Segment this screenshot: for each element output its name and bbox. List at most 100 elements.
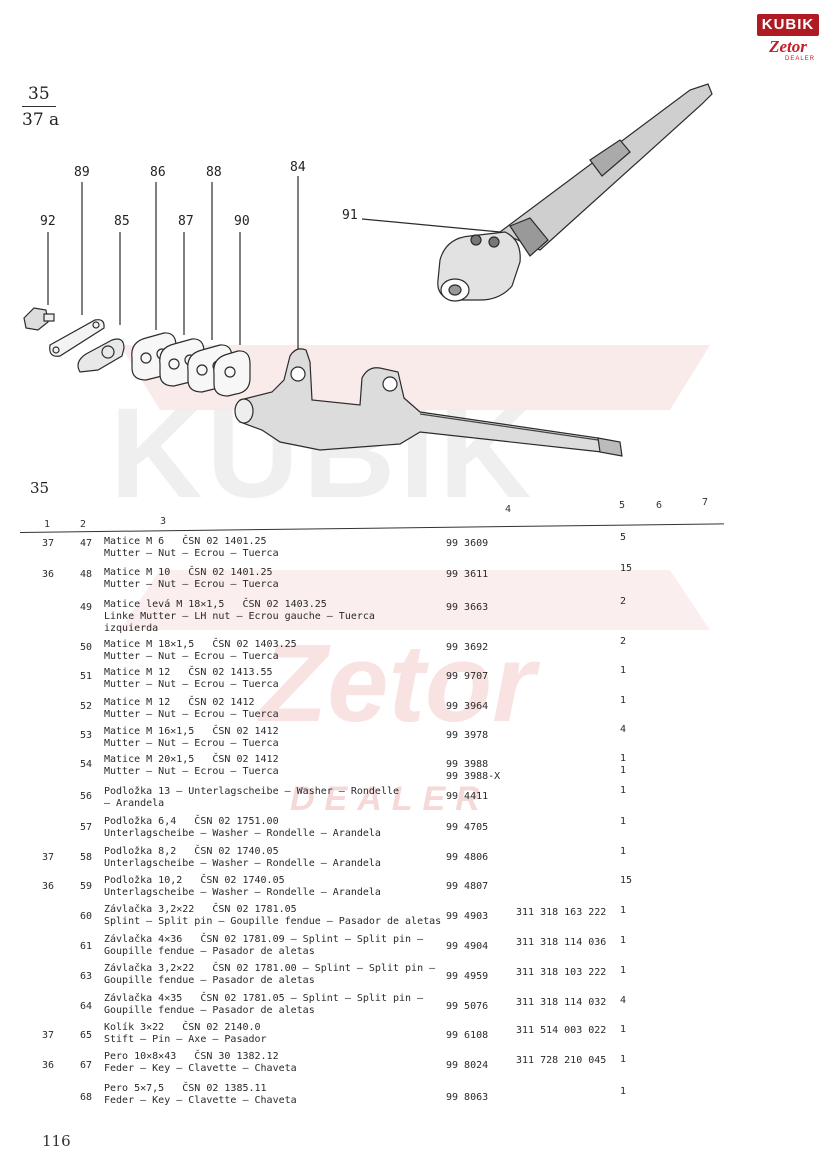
callout-86: 86 bbox=[150, 165, 166, 180]
row-part-number: 99 4806 bbox=[446, 852, 489, 863]
logo-kubik: KUBIK bbox=[757, 14, 819, 36]
row-description: Závlačka 3,2✕22 ČSN 02 1781.05 Splint — … bbox=[104, 904, 442, 927]
row-col1: 37 bbox=[42, 852, 55, 863]
row-part-number: 99 3988 99 3988-X bbox=[446, 759, 501, 782]
row-quantity: 1 bbox=[620, 905, 627, 916]
row-col1: 36 bbox=[42, 569, 55, 580]
row-part-number: 99 4903 bbox=[446, 911, 489, 922]
row-part-number: 99 8063 bbox=[446, 1092, 489, 1103]
row-description: Matice M 6 ČSN 02 1401.25 Mutter — Nut —… bbox=[104, 536, 279, 559]
row-part-number: 99 3663 bbox=[446, 602, 489, 613]
row-quantity: 5 bbox=[620, 532, 627, 543]
row-description: Matice M 18✕1,5 ČSN 02 1403.25 Mutter — … bbox=[104, 639, 297, 662]
row-quantity: 1 bbox=[620, 1054, 627, 1065]
row-col2: 67 bbox=[80, 1060, 93, 1071]
page-number: 116 bbox=[42, 1132, 71, 1150]
row-col2: 49 bbox=[80, 602, 93, 613]
row-col2: 52 bbox=[80, 701, 93, 712]
col-header-1: 1 bbox=[44, 519, 51, 530]
row-part-number: 99 8024 bbox=[446, 1060, 489, 1071]
row-quantity: 1 bbox=[620, 935, 627, 946]
row-col2: 51 bbox=[80, 671, 93, 682]
row-quantity: 1 bbox=[620, 1086, 627, 1097]
row-part-number: 99 4411 bbox=[446, 791, 489, 802]
figure-number-rule bbox=[22, 106, 56, 107]
row-quantity: 1 bbox=[620, 665, 627, 676]
row-description: Matice M 10 ČSN 02 1401.25 Mutter — Nut … bbox=[104, 567, 279, 590]
row-alt-number: 311 318 103 222 bbox=[516, 967, 607, 978]
callout-91: 91 bbox=[342, 208, 358, 223]
row-col2: 64 bbox=[80, 1001, 93, 1012]
row-description: Pero 10✕8✕43 ČSN 30 1382.12 Feder — Key … bbox=[104, 1051, 297, 1074]
row-part-number: 99 3978 bbox=[446, 730, 489, 741]
row-quantity: 2 bbox=[620, 596, 627, 607]
logo-zetor: Zetor bbox=[769, 37, 807, 56]
row-alt-number: 311 318 114 032 bbox=[516, 997, 607, 1008]
row-description: Podložka 10,2 ČSN 02 1740.05 Unterlagsch… bbox=[104, 875, 381, 898]
logo-dealer: DEALER bbox=[784, 56, 815, 62]
callout-88: 88 bbox=[206, 165, 222, 180]
row-part-number: 99 3964 bbox=[446, 701, 489, 712]
row-description: Matice levá M 18✕1,5 ČSN 02 1403.25 Link… bbox=[104, 599, 375, 634]
col-header-4: 4 bbox=[505, 504, 512, 515]
row-description: Pero 5✕7,5 ČSN 02 1385.11 Feder — Key — … bbox=[104, 1083, 297, 1106]
row-col1: 36 bbox=[42, 1060, 55, 1071]
figure-number-top: 35 bbox=[28, 84, 50, 104]
row-col2: 53 bbox=[80, 730, 93, 741]
row-description: Matice M 16✕1,5 ČSN 02 1412 Mutter — Nut… bbox=[104, 726, 279, 749]
row-description: Podložka 13 — Unterlagscheibe — Washer —… bbox=[104, 786, 400, 809]
callout-85: 85 bbox=[114, 214, 130, 229]
row-part-number: 99 4705 bbox=[446, 822, 489, 833]
row-col2: 65 bbox=[80, 1030, 93, 1041]
row-col1: 37 bbox=[42, 1030, 55, 1041]
row-description: Matice M 12 ČSN 02 1413.55 Mutter — Nut … bbox=[104, 667, 279, 690]
row-quantity: 15 bbox=[620, 563, 633, 574]
row-quantity: 2 bbox=[620, 636, 627, 647]
row-alt-number: 311 514 003 022 bbox=[516, 1025, 607, 1036]
row-col2: 63 bbox=[80, 971, 93, 982]
callout-89: 89 bbox=[74, 165, 90, 180]
row-col1: 36 bbox=[42, 881, 55, 892]
row-description: Závlačka 3,2✕22 ČSN 02 1781.00 — Splint … bbox=[104, 963, 436, 986]
row-quantity: 15 bbox=[620, 875, 633, 886]
kubik-zetor-logo: KUBIK Zetor DEALER bbox=[757, 14, 819, 68]
row-part-number: 99 6108 bbox=[446, 1030, 489, 1041]
row-alt-number: 311 318 163 222 bbox=[516, 907, 607, 918]
callout-87: 87 bbox=[178, 214, 194, 229]
row-part-number: 99 5076 bbox=[446, 1001, 489, 1012]
bolt-92 bbox=[23, 307, 55, 331]
row-description: Závlačka 4✕36 ČSN 02 1781.09 — Splint — … bbox=[104, 934, 424, 957]
row-part-number: 99 9707 bbox=[446, 671, 489, 682]
row-description: Kolík 3✕22 ČSN 02 2140.0 Stift — Pin — A… bbox=[104, 1022, 267, 1045]
row-col2: 68 bbox=[80, 1092, 93, 1103]
row-col2: 56 bbox=[80, 791, 93, 802]
row-description: Závlačka 4✕35 ČSN 02 1781.05 — Splint — … bbox=[104, 993, 424, 1016]
row-col1: 37 bbox=[42, 538, 55, 549]
row-part-number: 99 4959 bbox=[446, 971, 489, 982]
row-col2: 57 bbox=[80, 822, 93, 833]
row-col2: 48 bbox=[80, 569, 93, 580]
row-quantity: 1 bbox=[620, 1024, 627, 1035]
figure-number-bottom: 37 a bbox=[22, 110, 60, 130]
row-description: Matice M 12 ČSN 02 1412 Mutter — Nut — E… bbox=[104, 697, 279, 720]
row-col2: 59 bbox=[80, 881, 93, 892]
row-quantity: 1 bbox=[620, 785, 627, 796]
row-part-number: 99 3611 bbox=[446, 569, 489, 580]
row-col2: 47 bbox=[80, 538, 93, 549]
row-quantity: 1 1 bbox=[620, 753, 627, 776]
col-header-3: 3 bbox=[160, 516, 167, 527]
callout-92: 92 bbox=[40, 214, 56, 229]
col-header-7: 7 bbox=[702, 497, 709, 508]
callout-90: 90 bbox=[234, 214, 250, 229]
row-quantity: 1 bbox=[620, 695, 627, 706]
row-col2: 54 bbox=[80, 759, 93, 770]
row-description: Podložka 6,4 ČSN 02 1751.00 Unterlagsche… bbox=[104, 816, 381, 839]
col-header-6: 6 bbox=[656, 500, 663, 511]
row-col2: 50 bbox=[80, 642, 93, 653]
row-part-number: 99 4904 bbox=[446, 941, 489, 952]
shaft-91 bbox=[437, 83, 713, 302]
bracket-84 bbox=[234, 348, 623, 457]
row-quantity: 1 bbox=[620, 816, 627, 827]
exploded-parts-drawing bbox=[23, 83, 713, 457]
